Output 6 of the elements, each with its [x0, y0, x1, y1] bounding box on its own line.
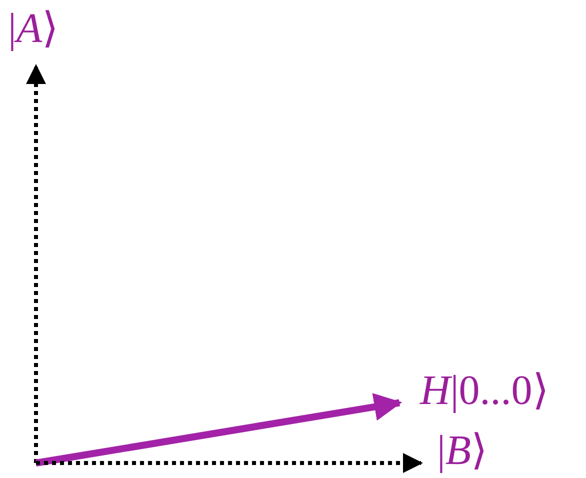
vector-label: H|0...0⟩: [420, 370, 548, 412]
vector-label: |B⟩: [437, 430, 488, 472]
vector-label: |A⟩: [8, 8, 58, 50]
arrow: [36, 453, 423, 473]
arrow: [26, 64, 46, 463]
arrow: [35, 393, 402, 466]
